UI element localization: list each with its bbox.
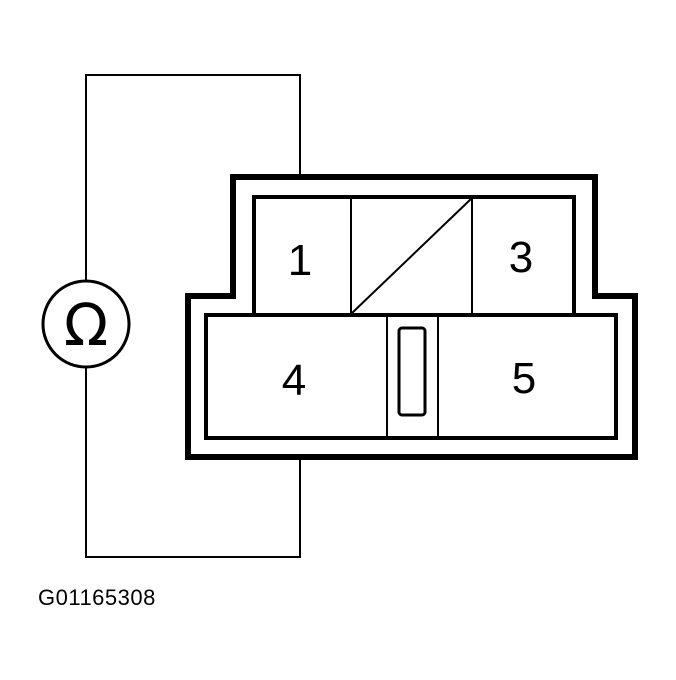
pin-5-label: 5 xyxy=(512,354,536,403)
connector-inner-housing xyxy=(204,195,618,440)
upper-test-lead xyxy=(85,74,301,283)
pin-1-cavity xyxy=(254,197,352,315)
ohm-symbol: Ω xyxy=(64,291,108,359)
lower-test-lead xyxy=(85,366,301,558)
pin-5-cavity xyxy=(437,315,616,438)
pin-1-label: 1 xyxy=(288,236,312,285)
blank-cavity-diagonal xyxy=(350,197,473,315)
center-slot-latch xyxy=(397,326,427,417)
figure-id: G01165308 xyxy=(38,585,156,610)
pin-4-label: 4 xyxy=(282,356,306,405)
test-leads xyxy=(85,74,301,558)
pin-3-label: 3 xyxy=(509,233,533,282)
pin-3-cavity xyxy=(471,197,574,315)
ohmmeter-icon xyxy=(41,279,131,369)
pin-4-cavity xyxy=(206,315,388,438)
relay-connector: 1 3 4 5 xyxy=(185,174,638,460)
ohmmeter: Ω xyxy=(41,279,131,369)
